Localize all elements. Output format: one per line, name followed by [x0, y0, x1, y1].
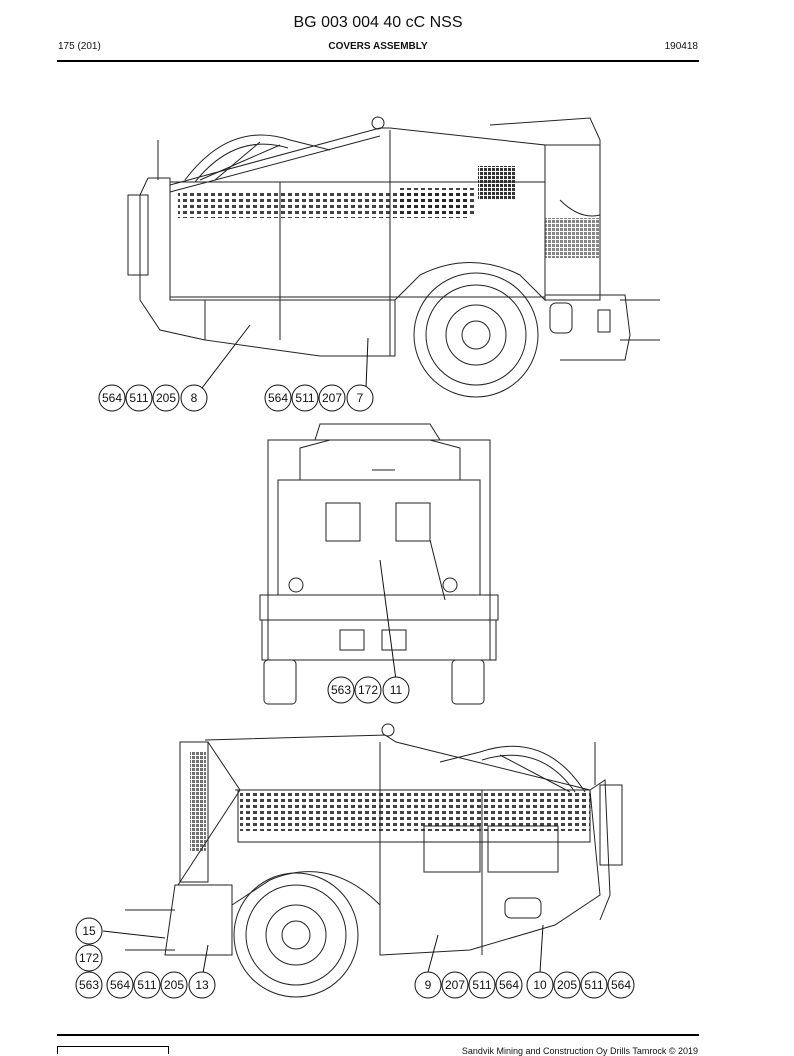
callout-number: 15 [82, 924, 96, 938]
callout-group-11: 563 172 11 [327, 676, 410, 704]
callout-number: 172 [358, 683, 378, 697]
callout-number: 511 [472, 978, 491, 992]
callout-number: 207 [445, 978, 465, 992]
callout-number: 564 [110, 978, 130, 992]
rear-view [259, 423, 499, 705]
callout-group-10: 10 205 511 564 [526, 971, 635, 999]
callout-number: 563 [331, 683, 351, 697]
callout-number: 564 [102, 391, 122, 405]
footer-rule [57, 1034, 699, 1036]
callout-number: 205 [557, 978, 577, 992]
header-rule [57, 60, 699, 62]
footer-copyright: Sandvik Mining and Construction Oy Drill… [461, 1046, 698, 1056]
callout-group-8: 564 511 205 8 [98, 384, 208, 412]
callout-number: 564 [268, 391, 288, 405]
callout-number: 11 [390, 683, 403, 697]
leader-lines [102, 324, 544, 974]
callout-number: 8 [191, 391, 198, 405]
callout-number: 511 [584, 978, 603, 992]
callout-number: 511 [137, 978, 156, 992]
callout-group-7: 564 511 207 7 [264, 384, 374, 412]
callout-group-13: 563 564 511 205 13 [75, 971, 216, 999]
side-view-bottom [125, 723, 623, 998]
callout-number: 205 [164, 978, 184, 992]
callout-number: 511 [129, 391, 148, 405]
callout-number: 205 [156, 391, 176, 405]
callout-number: 511 [295, 391, 314, 405]
callout-number: 564 [611, 978, 631, 992]
callout-number: 13 [195, 978, 209, 992]
page-number: 175 (201) [58, 41, 101, 52]
callout-number: 10 [533, 978, 547, 992]
callout-number: 207 [322, 391, 342, 405]
callout-number: 172 [79, 951, 99, 965]
company-logo [57, 1046, 169, 1054]
callout-group-9: 9 207 511 564 [414, 971, 523, 999]
callout-number: 9 [425, 978, 432, 992]
callout-number: 7 [357, 391, 364, 405]
callout-number: 563 [79, 978, 99, 992]
document-title: BG 003 004 40 cC NSS [293, 14, 463, 31]
document-date: 190418 [664, 41, 698, 52]
section-title: COVERS ASSEMBLY [328, 41, 428, 52]
callout-number: 564 [499, 978, 519, 992]
callout-group-15-172: 15 172 [75, 917, 103, 972]
